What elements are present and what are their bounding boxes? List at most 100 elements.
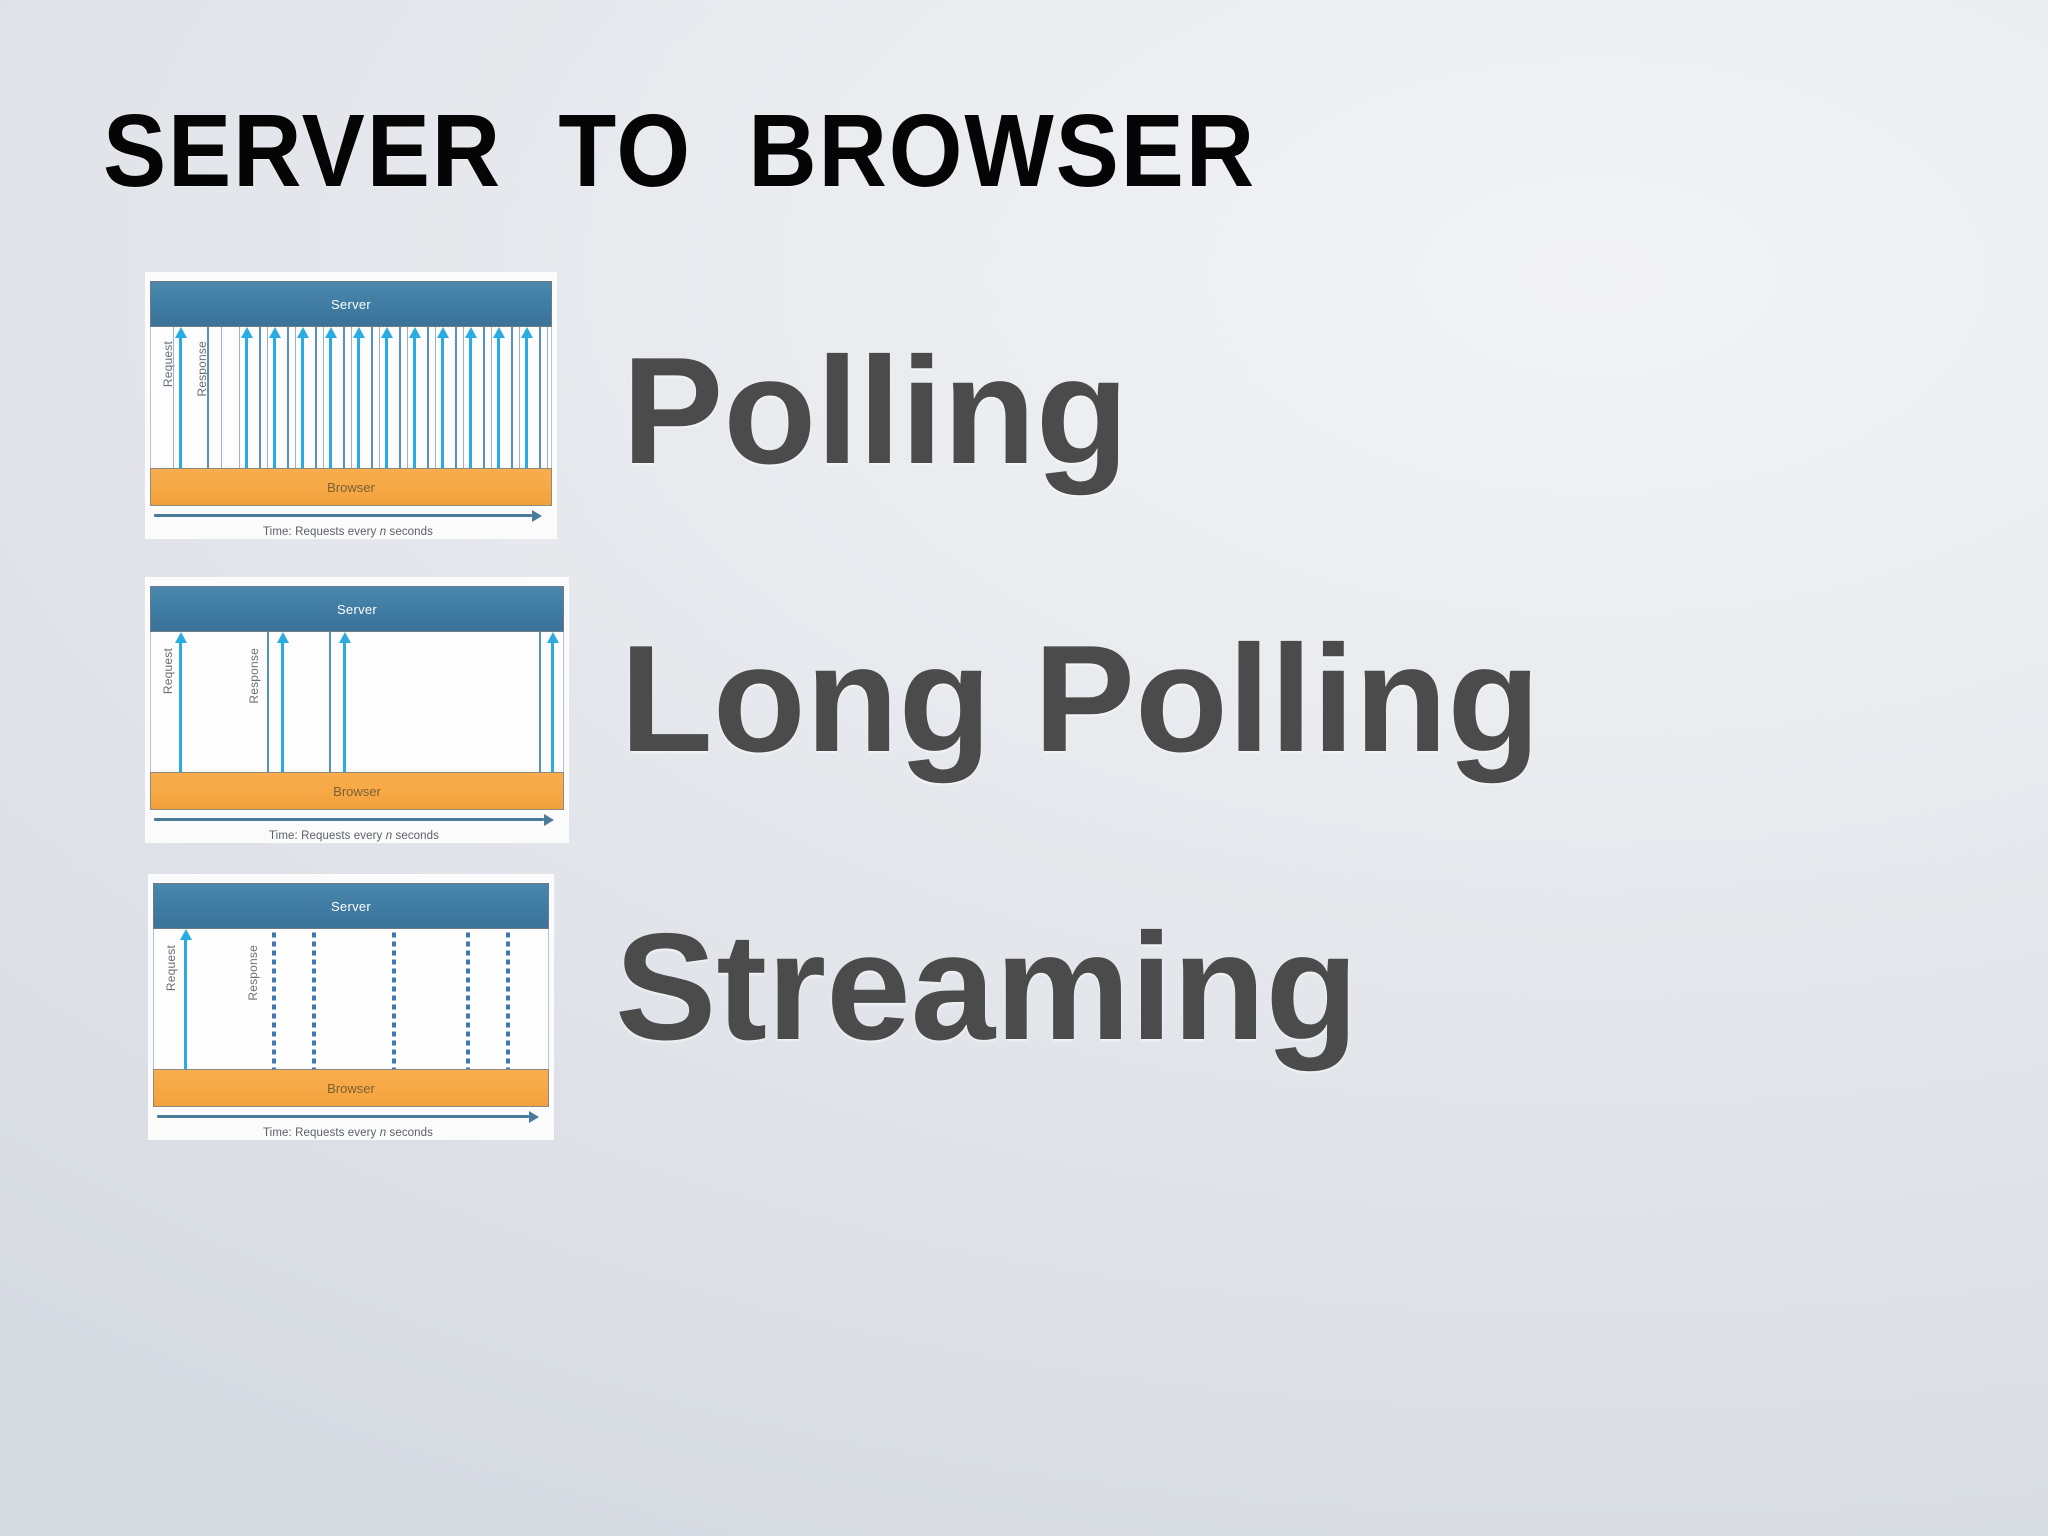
lane-guide-line: [407, 327, 408, 468]
response-arrow: [399, 327, 401, 468]
request-arrowhead-icon: [174, 632, 187, 643]
time-axis-line: [157, 1115, 529, 1118]
response-arrow: [329, 632, 331, 772]
request-axis-label: Request: [164, 945, 178, 992]
response-arrow: [539, 327, 541, 468]
request-arrowhead-icon: [174, 327, 187, 338]
lane-guide-line: [323, 327, 324, 468]
response-stream-line: [466, 929, 470, 1069]
time-axis-arrow-icon: [544, 814, 554, 826]
time-axis-caption: Time: Requests every n seconds: [268, 830, 440, 842]
time-axis-arrow-icon: [532, 510, 542, 522]
server-bar-streaming: Server: [153, 883, 549, 929]
time-axis-streaming: Time: Requests every n seconds: [157, 1111, 539, 1139]
request-arrow: [525, 336, 528, 468]
request-arrowhead-icon: [179, 929, 192, 940]
caption-long-polling: Long Polling: [620, 614, 1541, 784]
response-arrow: [343, 327, 345, 468]
request-arrowhead-icon: [520, 327, 533, 338]
request-arrowhead-icon: [546, 632, 559, 643]
response-axis-label: Response: [246, 945, 260, 1001]
request-arrow: [413, 336, 416, 468]
request-arrow: [301, 336, 304, 468]
lane-guide-line: [379, 327, 380, 468]
lane-guide-line: [351, 327, 352, 468]
response-arrow: [539, 632, 541, 772]
response-stream-line: [506, 929, 510, 1069]
request-arrowhead-icon: [408, 327, 421, 338]
lane-guide-line: [547, 327, 548, 468]
response-stream-line: [272, 929, 276, 1069]
request-arrow: [245, 336, 248, 468]
response-stream-line: [392, 929, 396, 1069]
time-axis-line: [154, 514, 532, 517]
server-label: Server: [330, 296, 372, 312]
caption-polling: Polling: [622, 326, 1129, 496]
request-arrow: [179, 336, 182, 468]
time-axis-polling: Time: Requests every n seconds: [154, 510, 542, 538]
response-arrow: [371, 327, 373, 468]
lane-guide-line: [463, 327, 464, 468]
request-arrowhead-icon: [324, 327, 337, 338]
request-arrowhead-icon: [380, 327, 393, 338]
request-arrowhead-icon: [240, 327, 253, 338]
message-lane-long-polling: Request Response: [150, 632, 564, 772]
request-arrow: [273, 336, 276, 468]
request-arrow: [179, 641, 182, 772]
lane-guide-line: [267, 327, 268, 468]
response-arrow: [455, 327, 457, 468]
request-arrow: [329, 336, 332, 468]
request-arrow: [385, 336, 388, 468]
request-arrow: [184, 938, 187, 1069]
request-axis-label: Request: [161, 648, 175, 695]
request-arrowhead-icon: [276, 632, 289, 643]
lane-guide-line: [491, 327, 492, 468]
browser-bar-streaming: Browser: [153, 1069, 549, 1107]
response-arrow: [259, 327, 261, 468]
server-label: Server: [330, 898, 372, 914]
response-arrow: [287, 327, 289, 468]
response-arrow: [207, 327, 209, 468]
response-stream-line: [312, 929, 316, 1069]
time-axis-arrow-icon: [529, 1111, 539, 1123]
diagram-card-streaming: Server Request Response Browser Time: Req…: [149, 875, 553, 1139]
request-arrowhead-icon: [352, 327, 365, 338]
browser-label: Browser: [333, 783, 381, 799]
response-arrow: [483, 327, 485, 468]
request-arrow: [281, 641, 284, 772]
lane-guide-line: [295, 327, 296, 468]
request-arrow: [357, 336, 360, 468]
request-arrowhead-icon: [338, 632, 351, 643]
response-arrow: [315, 327, 317, 468]
response-arrow: [267, 632, 269, 772]
lane-guide-line: [173, 327, 174, 468]
diagram-card-long-polling: Server Request Response Browser Time: Req…: [146, 578, 568, 842]
message-lane-streaming: Request Response: [153, 929, 549, 1069]
browser-label: Browser: [327, 1080, 375, 1096]
browser-label: Browser: [327, 479, 375, 495]
server-bar-long-polling: Server: [150, 586, 564, 632]
request-arrowhead-icon: [464, 327, 477, 338]
lane-guide-line: [239, 327, 240, 468]
time-axis-line: [154, 818, 544, 821]
request-arrowhead-icon: [492, 327, 505, 338]
browser-bar-polling: Browser: [150, 468, 552, 506]
server-bar-polling: Server: [150, 281, 552, 327]
lane-guide-line: [435, 327, 436, 468]
request-arrowhead-icon: [268, 327, 281, 338]
request-arrowhead-icon: [296, 327, 309, 338]
response-axis-label: Response: [247, 648, 261, 704]
request-arrow: [343, 641, 346, 772]
lane-guide-line: [221, 327, 222, 468]
time-axis-long-polling: Time: Requests every n seconds: [154, 814, 554, 842]
response-arrow: [511, 327, 513, 468]
request-arrow: [497, 336, 500, 468]
request-arrow: [469, 336, 472, 468]
response-arrow: [427, 327, 429, 468]
request-arrow: [441, 336, 444, 468]
request-arrow: [551, 641, 554, 772]
browser-bar-long-polling: Browser: [150, 772, 564, 810]
